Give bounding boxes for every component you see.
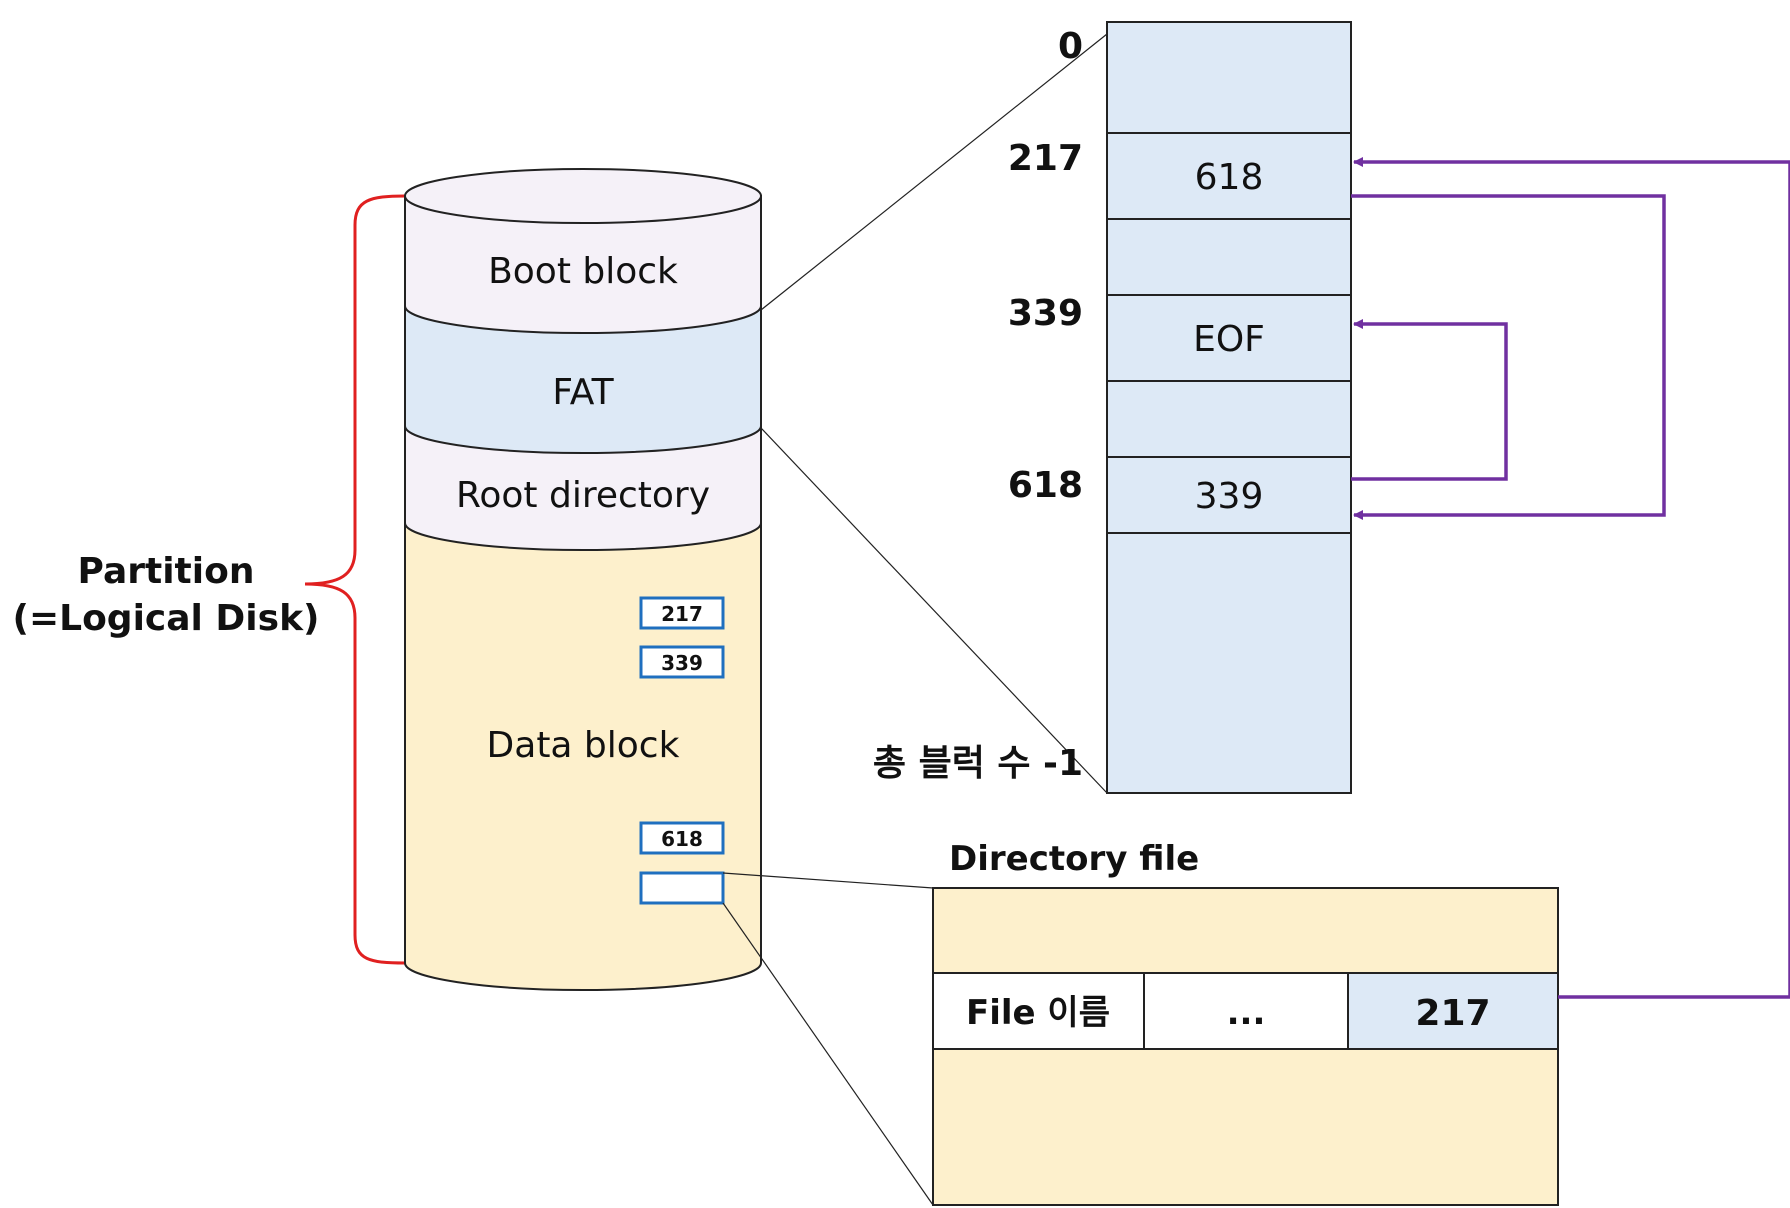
fat-section [404,305,762,454]
fat-index-339: 339 [1008,293,1083,334]
fat-entry-217: 618 [1195,157,1264,198]
arrow-217-to-618 [1351,194,1666,520]
fat-index-217: 217 [1008,138,1083,179]
dir-first-block-text: 217 [1415,993,1490,1034]
dir-zoom-line-top [722,872,934,889]
fat-index-0: 0 [1058,26,1083,67]
data-block-217-label: 217 [661,602,703,626]
root-directory-section [404,425,762,551]
fat-zoom-line-top [760,33,1108,311]
dir-ellipsis-text: ... [1227,993,1266,1033]
partition-label-line1: Partition [78,551,255,592]
partition-brace [304,194,406,965]
data-block-directory [639,871,725,905]
fat-zoom-line-bottom [760,427,1108,794]
directory-file-table: File 이름 ... 217 [932,887,1559,1206]
disk-cylinder: Boot block FAT Root directory Data block… [404,168,762,991]
data-block-339-label: 339 [661,651,703,675]
dir-zoom-line-bottom [722,902,934,1206]
partition-label: Partition (=Logical Disk) [13,551,320,639]
fat-index-618: 618 [1008,465,1083,506]
fat-label: FAT [552,372,614,413]
data-block-label: Data block [487,725,680,766]
arrow-618-to-339 [1351,319,1508,481]
directory-file-title: Directory file [949,839,1199,879]
dir-cell-first-block [1347,972,1559,1050]
root-directory-label: Root directory [456,475,710,516]
data-block-339: 339 [639,645,725,679]
arrow-dir-to-217 [1353,157,1790,999]
dir-cell-name [932,972,1145,1050]
partition-label-line2: (=Logical Disk) [13,598,320,639]
fat-index-last: 총 블럭 수 -1 [873,743,1083,784]
data-block-618: 618 [639,821,725,855]
fat-table: 618 EOF 339 [1106,21,1352,794]
data-block-618-label: 618 [661,827,703,851]
fat-entry-339: EOF [1193,319,1265,360]
boot-block-section [404,195,762,334]
boot-block-label: Boot block [488,251,678,292]
cylinder-top [404,168,762,224]
fat-entry-618: 339 [1195,476,1264,517]
dir-name-text: File 이름 [966,993,1110,1033]
data-block-217: 217 [639,596,725,630]
